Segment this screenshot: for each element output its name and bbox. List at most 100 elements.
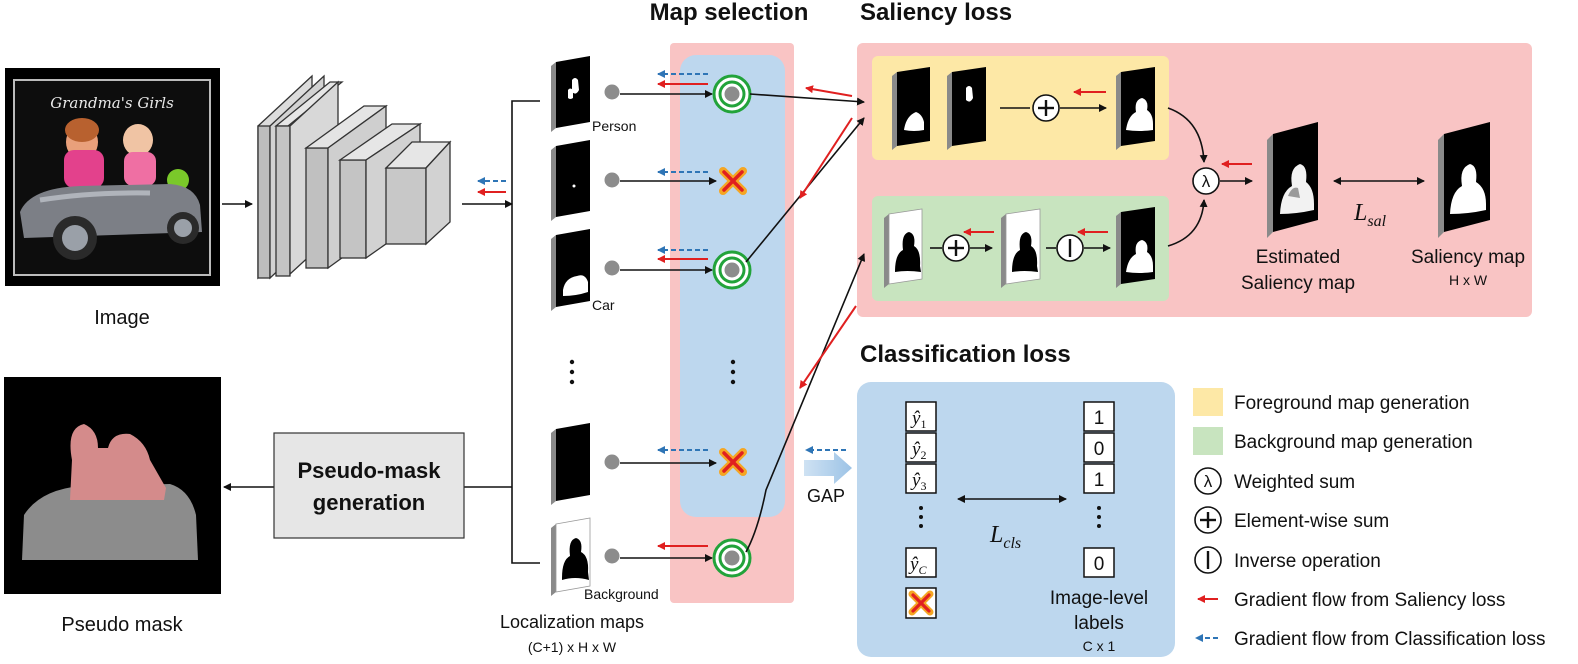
pred-c-sub: C — [918, 563, 927, 577]
localization-map-4 — [551, 423, 590, 505]
legend-item-element-wise-sum: Element-wise sum — [1234, 511, 1389, 532]
saliency-map-label: Saliency map — [1411, 247, 1525, 268]
legend-lambda-icon: λ — [1194, 467, 1222, 495]
maps-ellipsis — [569, 359, 575, 385]
lambda-icon: λ — [1192, 167, 1220, 195]
image-level-labels-dims: C x 1 — [1083, 638, 1116, 654]
legend-yellow-swatch — [1193, 388, 1223, 416]
selection-ellipsis — [730, 359, 736, 385]
pred-c: ŷ — [908, 554, 919, 575]
background-pred-x-icon — [905, 587, 937, 619]
selected-ring-person — [712, 74, 752, 114]
bg-map-2 — [1001, 208, 1041, 288]
legend-item-foreground: Foreground map generation — [1234, 393, 1470, 414]
label-column: 1 0 1 0 — [1083, 401, 1115, 578]
legend-item-background: Background map generation — [1234, 432, 1473, 453]
estimated-saliency-label-2: Saliency map — [1241, 273, 1355, 294]
bg-result-map — [1116, 207, 1155, 288]
pseudo-mask-image — [4, 377, 221, 594]
pred-2: ŷ — [910, 439, 921, 460]
bg-inverse-icon — [1056, 234, 1084, 262]
map-nodes — [604, 84, 620, 564]
legend-item-saliency-gradient: Gradient flow from Saliency loss — [1234, 590, 1505, 611]
map-label-person: Person — [592, 118, 636, 134]
localization-maps-dims: (C+1) x H x W — [528, 639, 617, 655]
classification-loss-subscript: cls — [1003, 535, 1021, 552]
map-label-background: Background — [584, 586, 659, 602]
svg-text:λ: λ — [1204, 472, 1213, 491]
saliency-map-dims: H x W — [1449, 272, 1488, 288]
bg-to-lambda-curve — [1167, 199, 1208, 247]
saliency-loss-formula: Lsal — [1353, 200, 1387, 230]
label-1: 1 — [1094, 408, 1105, 429]
node-to-selector-arrows — [620, 90, 717, 562]
localization-bracket — [511, 100, 540, 564]
label-ellipsis — [1097, 506, 1101, 528]
gap-label: GAP — [807, 486, 845, 506]
localization-maps-label: Localization maps — [500, 612, 644, 632]
pred-ellipsis — [919, 506, 923, 528]
label-3: 1 — [1094, 470, 1105, 491]
classification-loss-title: Classification loss — [860, 341, 1071, 368]
image-level-labels-2: labels — [1074, 613, 1124, 634]
label-2: 0 — [1094, 439, 1105, 460]
saliency-loss-title: Saliency loss — [860, 0, 1012, 26]
gap-arrow — [804, 452, 852, 484]
legend-item-inverse: Inverse operation — [1234, 551, 1381, 572]
classification-loss-symbol: L — [989, 522, 1003, 548]
localization-map-person — [551, 56, 590, 132]
fg-map-2 — [947, 67, 986, 150]
saliency-loss-subscript: sal — [1367, 213, 1386, 230]
localization-map-car — [551, 229, 590, 311]
svg-text:ŷ1: ŷ1 — [910, 408, 926, 431]
label-c: 0 — [1094, 554, 1105, 575]
svg-text:ŷ3: ŷ3 — [910, 470, 926, 493]
legend-item-weighted-sum: Weighted sum — [1234, 472, 1355, 493]
pred-3-sub: 3 — [920, 479, 926, 493]
pred-1: ŷ — [910, 408, 921, 429]
classification-loss-panel — [857, 382, 1175, 657]
legend-plus-icon — [1194, 506, 1222, 534]
pred-3: ŷ — [910, 470, 921, 491]
classification-loss-formula: Lcls — [989, 522, 1021, 552]
svg-text:ŷC: ŷC — [908, 554, 927, 577]
localization-map-2 — [551, 140, 590, 221]
legend: λ Foreground map generation Background m… — [1193, 388, 1546, 650]
selected-ring-car — [712, 250, 752, 290]
pseudo-mask-generation-line-2: generation — [313, 490, 425, 515]
photo-caption: Grandma's Girls — [50, 94, 174, 112]
bg-plus-icon — [942, 234, 970, 262]
map-label-car: Car — [592, 297, 615, 313]
cnn-backbone — [257, 74, 452, 280]
loss-to-selection-red-arrows — [799, 85, 857, 389]
selection-blue-gradient-arrows — [657, 70, 708, 454]
saliency-loss-symbol: L — [1353, 200, 1367, 226]
pseudo-mask-generation-line-1: Pseudo-mask — [297, 458, 441, 483]
fg-map-1 — [892, 67, 930, 150]
rejected-x-icon-2 — [719, 448, 747, 476]
svg-text:ŷ2: ŷ2 — [910, 439, 926, 462]
fg-result-map — [1116, 67, 1155, 150]
prediction-column: ŷ1 ŷ2 ŷ3 ŷC — [905, 401, 937, 578]
pred-1-sub: 1 — [920, 417, 926, 431]
pseudo-mask-generation-box — [273, 432, 465, 539]
legend-green-swatch — [1193, 427, 1223, 455]
rejected-x-icon-1 — [719, 167, 747, 195]
map-selection-title: Map selection — [650, 0, 809, 26]
selection-red-gradient-arrows — [657, 80, 708, 550]
localization-map-background — [551, 517, 591, 596]
selected-ring-background — [712, 538, 752, 578]
lambda-symbol: λ — [1202, 172, 1211, 191]
pred-2-sub: 2 — [920, 448, 926, 462]
estimated-saliency-map — [1267, 122, 1318, 238]
fg-to-lambda-curve — [1167, 107, 1208, 163]
input-image: Grandma's Girls — [5, 68, 220, 286]
estimated-saliency-label-1: Estimated — [1256, 247, 1340, 268]
image-level-labels-1: Image-level — [1050, 588, 1148, 609]
saliency-map — [1438, 122, 1490, 238]
legend-item-classification-gradient: Gradient flow from Classification loss — [1234, 629, 1546, 650]
fg-plus-icon — [1032, 94, 1060, 122]
bg-map-1 — [884, 208, 923, 288]
legend-inverse-icon — [1194, 546, 1222, 574]
